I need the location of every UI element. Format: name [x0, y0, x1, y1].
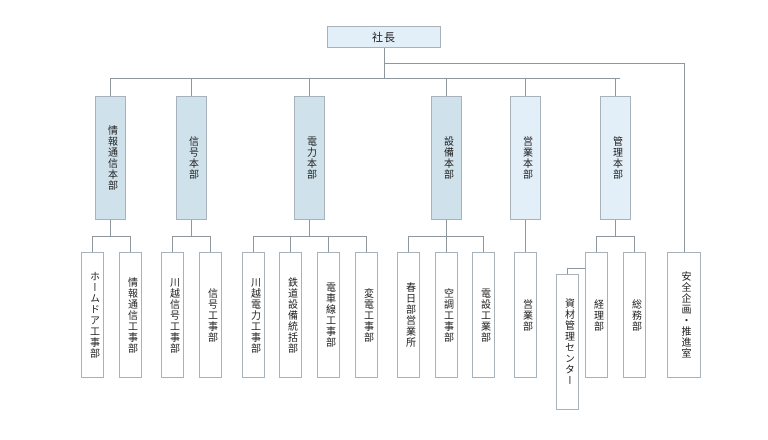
department-box: 川越電力工事部: [242, 252, 265, 378]
connector-line: [525, 78, 526, 96]
division-label: 信号本部: [186, 136, 198, 180]
connector-line: [366, 236, 367, 252]
department-box: 電設工業部: [472, 252, 495, 378]
connector-line: [172, 236, 211, 237]
connector-line: [172, 236, 173, 252]
department-label: 情報通信工事部: [125, 276, 137, 354]
connector-line: [253, 236, 367, 237]
department-box: 変電工事部: [355, 252, 378, 378]
department-box: 営業部: [514, 252, 537, 378]
connector-line: [615, 78, 616, 96]
connector-line: [483, 236, 484, 252]
connector-line: [191, 78, 192, 96]
department-box: 経理部: [585, 252, 608, 378]
division-label: 設備本部: [441, 136, 453, 180]
department-label: 営業部: [520, 298, 532, 332]
department-box: 空調工事部: [435, 252, 458, 378]
department-box: 資材管理センター: [556, 274, 579, 410]
connector-line: [210, 236, 211, 252]
division-box: 信号本部: [176, 96, 207, 220]
connector-line: [567, 268, 587, 269]
department-label: 川越電力工事部: [248, 276, 260, 354]
department-label: 春日部営業所: [403, 282, 415, 348]
connector-line: [130, 236, 131, 252]
department-label: 総務部: [629, 298, 641, 332]
connector-line: [110, 78, 620, 79]
connector-line: [446, 236, 447, 252]
department-box: 鉄道設備統括部: [279, 252, 302, 378]
connector-line: [328, 236, 329, 252]
connector-line: [567, 268, 568, 274]
division-box: 管理本部: [600, 96, 631, 220]
department-box: 電車線工事部: [317, 252, 340, 378]
division-box: 設備本部: [431, 96, 462, 220]
connector-line: [110, 78, 111, 96]
connector-line: [110, 220, 111, 236]
connector-line: [191, 220, 192, 236]
connector-line: [290, 236, 291, 252]
staff-office-label: 安全企画・推進室: [679, 271, 690, 359]
department-label: 川越信号工事部: [167, 276, 179, 354]
connector-line: [634, 236, 635, 252]
connector-line: [309, 220, 310, 236]
department-box: ホームドア工事部: [81, 252, 104, 378]
division-label: 情報通信本部: [105, 125, 117, 191]
connector-line: [92, 236, 131, 237]
division-box: 電力本部: [294, 96, 325, 220]
president-label: 社長: [372, 31, 396, 44]
connector-line: [309, 78, 310, 96]
department-label: 資材管理センター: [562, 298, 574, 386]
connector-line: [596, 236, 635, 237]
division-box: 営業本部: [510, 96, 541, 220]
department-label: 電設工業部: [478, 287, 490, 343]
connector-line: [446, 220, 447, 236]
department-label: ホームドア工事部: [87, 271, 99, 359]
connector-line: [92, 236, 93, 252]
department-label: 鉄道設備統括部: [285, 276, 297, 354]
connector-line: [446, 78, 447, 96]
connector-line: [615, 220, 616, 236]
connector-line: [684, 63, 685, 253]
division-label: 電力本部: [304, 136, 316, 180]
department-box: 情報通信工事部: [119, 252, 142, 378]
division-box: 情報通信本部: [95, 96, 126, 220]
department-label: 空調工事部: [441, 287, 453, 343]
department-box: 川越信号工事部: [161, 252, 184, 378]
department-label: 変電工事部: [361, 287, 373, 343]
connector-line: [596, 236, 597, 252]
division-label: 管理本部: [610, 136, 622, 180]
connector-line: [408, 236, 409, 252]
department-box: 春日部営業所: [397, 252, 420, 378]
department-label: 電車線工事部: [323, 282, 335, 348]
staff-office-box: 安全企画・推進室: [667, 252, 701, 378]
president-box: 社長: [327, 26, 441, 48]
connector-line: [525, 220, 526, 252]
division-label: 営業本部: [520, 136, 532, 180]
department-label: 経理部: [591, 298, 603, 332]
connector-line: [384, 63, 685, 64]
connector-line: [253, 236, 254, 252]
department-box: 総務部: [623, 252, 646, 378]
department-box: 信号工事部: [199, 252, 222, 378]
department-label: 信号工事部: [205, 287, 217, 343]
